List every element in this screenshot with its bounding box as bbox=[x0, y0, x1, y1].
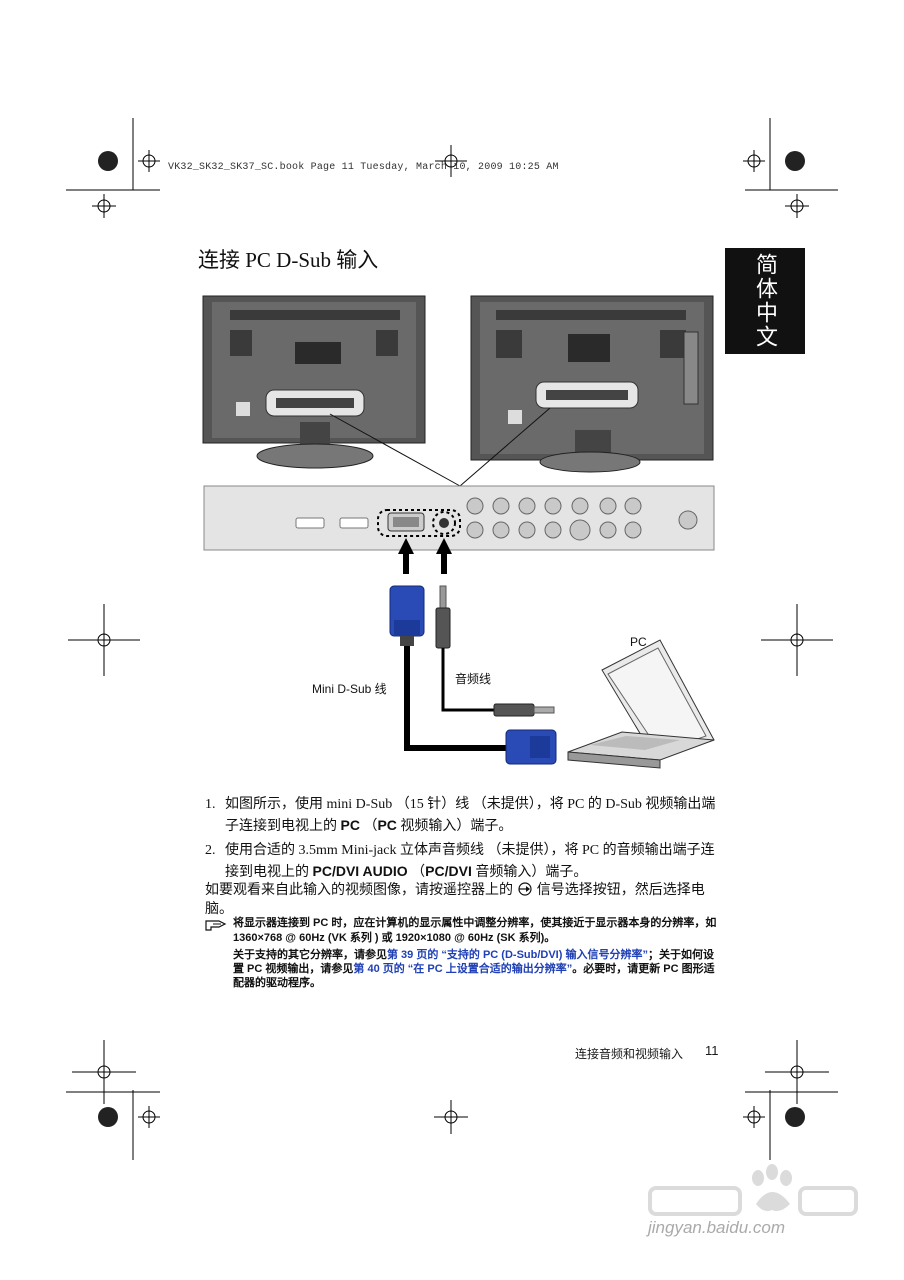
audio-plug-top bbox=[436, 586, 450, 648]
language-tab: 简体中文 bbox=[725, 248, 805, 354]
tv-back-left bbox=[203, 296, 425, 468]
step-item: 2. 使用合适的 3.5mm Mini-jack 立体声音频线 （未提供），将 … bbox=[205, 841, 720, 883]
note-resolution: 将显示器连接到 PC 时，应在计算机的显示属性中调整分辨率，使其接近于显示器本身… bbox=[233, 916, 723, 946]
watermark-site: jingyan.baidu.com bbox=[648, 1218, 785, 1238]
registration-mark-bl bbox=[98, 1106, 160, 1128]
page-title: 连接 PC D-Sub 输入 bbox=[198, 244, 378, 274]
connector-panel bbox=[204, 486, 714, 550]
vga-plug-top bbox=[390, 586, 424, 646]
vga-plug-bottom bbox=[506, 730, 556, 764]
audio-plug-bottom bbox=[494, 704, 554, 716]
note-references: 关于支持的其它分辨率，请参见第 39 页的 “支持的 PC (D-Sub/DVI… bbox=[233, 948, 723, 990]
input-source-icon bbox=[517, 882, 533, 896]
pc-label: PC bbox=[630, 635, 647, 649]
connection-diagram bbox=[190, 290, 730, 780]
step-item: 1. 如图所示，使用 mini D-Sub （15 针）线 （未提供），将 PC… bbox=[205, 795, 720, 837]
steps-list: 1. 如图所示，使用 mini D-Sub （15 针）线 （未提供），将 PC… bbox=[205, 795, 720, 887]
link-page-39[interactable]: 第 39 页的 “支持的 PC (D-Sub/DVI) 输入信号分辨率” bbox=[387, 949, 648, 961]
vga-cable-label: Mini D-Sub 线 bbox=[312, 680, 387, 697]
laptop-pc bbox=[568, 640, 714, 768]
link-page-40[interactable]: 第 40 页的 “在 PC 上设置合适的输出分辨率” bbox=[353, 963, 572, 975]
file-info-header: VK32_SK32_SK37_SC.book Page 11 Tuesday, … bbox=[168, 162, 559, 173]
page-number: 11 bbox=[705, 1043, 719, 1058]
footer-section: 连接音频和视频输入 bbox=[575, 1045, 683, 1062]
audio-cable-label: 音频线 bbox=[455, 670, 491, 687]
registration-mark-tr bbox=[743, 150, 805, 172]
registration-mark-tl bbox=[98, 150, 160, 172]
note-hand-icon bbox=[205, 917, 227, 931]
instruction-paragraph: 如要观看来自此输入的视频图像，请按遥控器上的 信号选择按钮，然后选择电脑。 bbox=[205, 880, 725, 918]
registration-mark-br bbox=[743, 1106, 805, 1128]
